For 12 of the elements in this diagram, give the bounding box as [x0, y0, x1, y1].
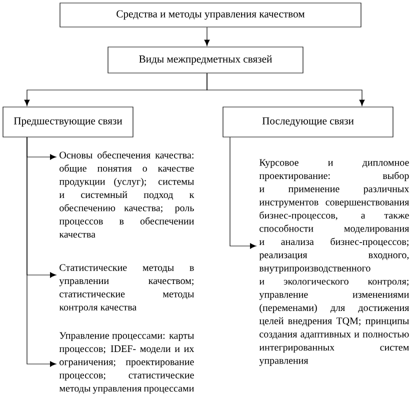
heading-box: Виды межпредметных связей — [108, 46, 304, 74]
description-text: Курсовое и дипломное проектирование: выбор и применение различных инструментов совершенствования бизнес-процессов, а также способности моделирования и анализа бизнес-процессов; реализация входного, внутрипроизводственного и экологического контроля; управление изменениями (переменами) для достижения целей внедрения TQM; принципы создания адаптивных и полностью интегрированных систем управления — [259, 159, 410, 366]
description-text: Управление процессами: карты процессов; IDEF- модели и их ограничения; проектирование процессов; статистические методы управления процессами — [59, 332, 194, 394]
arrow — [26, 137, 56, 367]
category-box: Последующие связи — [222, 106, 394, 138]
arrow — [204, 27, 210, 46]
description-text: Статистические методы в управлении качеством; статистические методы контроля качества — [59, 264, 194, 313]
arrow — [206, 73, 365, 106]
arrow — [230, 137, 256, 249]
heading-box: Средства и методы управления качеством — [60, 2, 362, 28]
category-box: Предшествующие связи — [2, 106, 134, 138]
description-text: Основы обеспечения качества: общие понятия о качестве продукции (услуг); системы и системный подход к обеспечению качества; роль процессов в обеспечении качества — [59, 151, 194, 238]
